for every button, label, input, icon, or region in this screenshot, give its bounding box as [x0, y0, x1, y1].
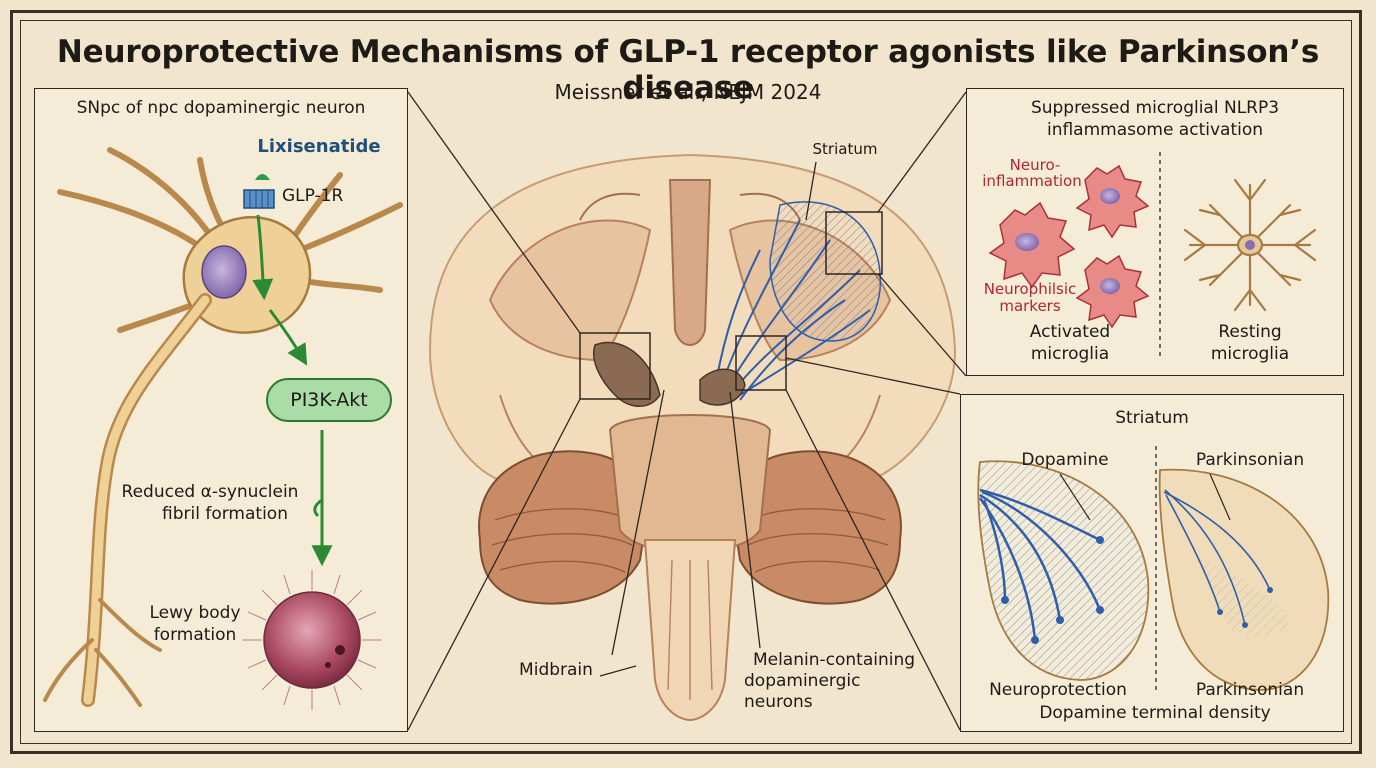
inner-frame [20, 20, 1352, 744]
resting-microglia-line2: microglia [1210, 344, 1290, 364]
neuroprotection-label: Neuroprotection [989, 680, 1127, 700]
lewy-label-line1: Lewy body [149, 603, 241, 623]
activated-microglia-line1: Activated [1029, 322, 1111, 342]
receptor-label: GLP-1R [282, 186, 344, 206]
melanin-label-line3: neurons [744, 692, 813, 712]
activated-microglia-icon [988, 164, 1150, 329]
glp1-receptor-icon [243, 174, 275, 209]
dopamine-density-label: Dopamine terminal density [1039, 703, 1271, 723]
resting-microglia-line1: Resting [1218, 322, 1282, 342]
microglia-heading-line2: inflammasome activation [1046, 120, 1264, 140]
neurophilsic-line2: markers [999, 297, 1061, 315]
microglia-heading-line1: Suppressed microglial NLRP3 [1030, 98, 1280, 118]
neuron-illustration [43, 147, 403, 707]
synuclein-label-line2: fibril formation [162, 504, 288, 524]
striatum-panel-heading: Striatum [1115, 408, 1189, 428]
drug-label: Lixisenatide [257, 136, 381, 157]
resting-microglia-nucleus [1245, 240, 1255, 250]
parkinsonian-bottom-label: Parkinsonian [1195, 680, 1305, 700]
melanin-label-line1: Melanin-containing [752, 650, 916, 670]
lewy-label-line2: formation [153, 625, 237, 645]
neuroinflammation-line1: Neuro- [1009, 156, 1061, 174]
dopamine-striatum-icon [977, 460, 1150, 681]
synuclein-label-line1: Reduced α-synuclein [121, 482, 299, 502]
lewy-body-icon [242, 570, 382, 710]
neurophilsic-line1: Neurophilsic [983, 280, 1077, 298]
outer-frame [10, 10, 1362, 754]
striatum-center-label: Striatum [812, 140, 878, 158]
neuroinflammation-line2: inflammation [982, 172, 1082, 190]
activated-microglia-line2: microglia [1030, 344, 1110, 364]
melanin-label-line2: dopaminergic [744, 671, 861, 691]
diagram-subtitle: Meissner et al., NEJM 2024 [554, 80, 822, 104]
parkinsonian-top-label: Parkinsonian [1195, 450, 1305, 470]
diagram-title: Neuroprotective Mechanisms of GLP-1 rece… [56, 34, 1320, 106]
parkinsonian-striatum-icon [1158, 468, 1330, 691]
resting-microglia-icon [1183, 178, 1317, 312]
brain-illustration [407, 91, 967, 731]
pi3k-akt-node: PI3K-Akt [266, 378, 392, 422]
dopamine-label: Dopamine [1021, 450, 1109, 470]
midbrain-label: Midbrain [519, 660, 593, 680]
left-panel-heading: SNpc of npc dopaminergic neuron [76, 98, 366, 118]
